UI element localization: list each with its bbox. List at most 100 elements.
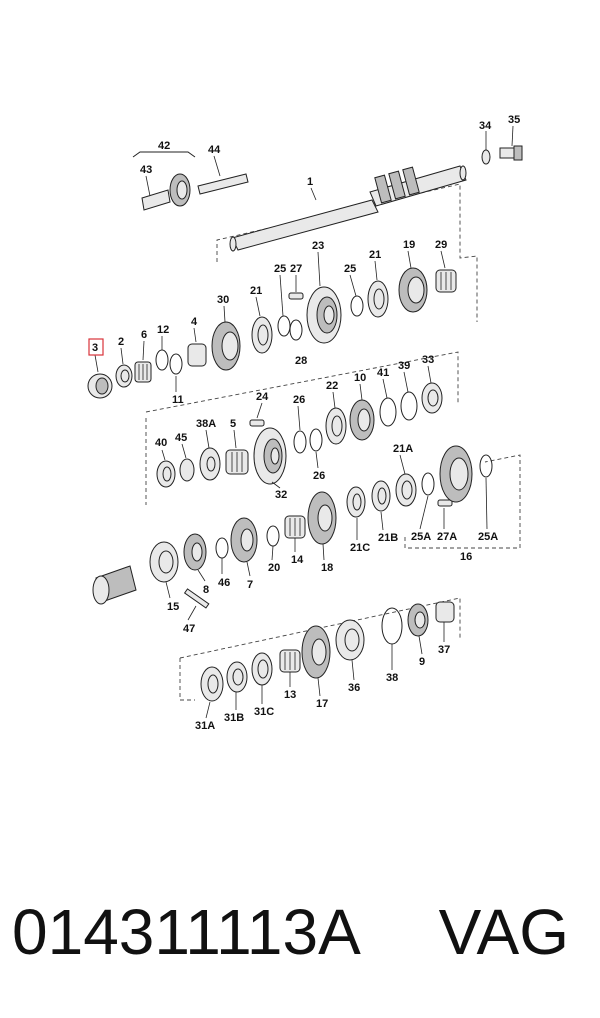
label-47: 47 bbox=[183, 623, 195, 635]
label-20: 20 bbox=[268, 562, 280, 574]
label-26-lower: 26 bbox=[313, 470, 325, 482]
label-25A-left: 25A bbox=[411, 531, 431, 543]
leader-line bbox=[181, 443, 187, 459]
group-outline-top bbox=[216, 183, 478, 322]
ring-39 bbox=[400, 391, 418, 421]
group-outline-upper-mid bbox=[145, 351, 459, 413]
washer-45 bbox=[179, 458, 195, 482]
leader-line bbox=[511, 125, 514, 147]
leader-line bbox=[407, 250, 412, 269]
label-5: 5 bbox=[230, 418, 236, 430]
leader-line bbox=[315, 451, 319, 469]
leader-line bbox=[233, 429, 237, 449]
label-31C: 31C bbox=[254, 706, 274, 718]
label-13: 13 bbox=[284, 689, 296, 701]
label-9: 9 bbox=[419, 656, 425, 668]
label-7: 7 bbox=[247, 579, 253, 591]
label-4: 4 bbox=[191, 316, 198, 328]
label-8: 8 bbox=[203, 584, 209, 596]
label-38A: 38A bbox=[196, 418, 216, 430]
gear-43-shaft bbox=[141, 173, 191, 211]
key-27A bbox=[437, 499, 453, 507]
label-3: 3 bbox=[92, 342, 98, 354]
bolt-35 bbox=[499, 145, 523, 161]
leader-line bbox=[142, 340, 145, 361]
leader-line bbox=[317, 251, 321, 287]
label-39: 39 bbox=[398, 360, 410, 372]
bearing-2 bbox=[115, 364, 133, 388]
leader-line bbox=[197, 569, 206, 582]
gear-10 bbox=[349, 399, 375, 441]
leader-line bbox=[94, 354, 99, 373]
caption: 014311113A VAG bbox=[12, 895, 592, 975]
circlip-46 bbox=[215, 537, 229, 559]
circlip-12 bbox=[155, 349, 169, 371]
label-6: 6 bbox=[141, 329, 147, 341]
ring-31C bbox=[251, 652, 273, 686]
needle-bearing-13 bbox=[279, 649, 301, 673]
label-10: 10 bbox=[354, 372, 366, 384]
leader-line bbox=[374, 260, 378, 281]
ring-38 bbox=[381, 607, 403, 645]
label-28: 28 bbox=[295, 355, 307, 367]
bushing-37 bbox=[435, 601, 455, 623]
pin-44 bbox=[197, 173, 249, 195]
label-27A: 27A bbox=[437, 531, 457, 543]
label-31A: 31A bbox=[195, 720, 215, 732]
label-26-upper: 26 bbox=[293, 394, 305, 406]
needle-bearing-29 bbox=[435, 269, 457, 293]
label-44: 44 bbox=[208, 144, 221, 156]
needle-bearing-14 bbox=[284, 515, 306, 539]
label-37: 37 bbox=[438, 644, 450, 656]
leader-lines bbox=[94, 125, 514, 719]
label-24: 24 bbox=[256, 391, 269, 403]
hub-36 bbox=[335, 619, 365, 661]
bushing-4 bbox=[187, 343, 207, 367]
leader-line bbox=[187, 605, 197, 621]
pin-47 bbox=[183, 588, 210, 609]
label-21-right: 21 bbox=[369, 249, 381, 261]
label-21B: 21B bbox=[378, 532, 398, 544]
leader-line bbox=[485, 477, 488, 530]
leader-line bbox=[246, 561, 251, 577]
label-16: 16 bbox=[460, 551, 472, 563]
ring-3 bbox=[87, 373, 113, 399]
washer-34 bbox=[481, 149, 491, 165]
synchro-ring-21-left bbox=[251, 316, 273, 354]
leader-line bbox=[427, 365, 432, 384]
circlip-11 bbox=[169, 353, 183, 375]
leader-line bbox=[322, 543, 325, 561]
label-1: 1 bbox=[307, 176, 313, 188]
label-30: 30 bbox=[217, 294, 229, 306]
leader-line bbox=[161, 449, 166, 461]
label-2: 2 bbox=[118, 336, 124, 348]
label-21C: 21C bbox=[350, 542, 370, 554]
leader-line bbox=[418, 635, 423, 655]
label-42: 42 bbox=[158, 140, 170, 152]
bracket-42 bbox=[132, 151, 196, 158]
leader-line bbox=[310, 187, 317, 201]
leader-line bbox=[213, 155, 221, 177]
label-36: 36 bbox=[348, 682, 360, 694]
leader-line bbox=[359, 383, 363, 401]
group-outline-gear16 bbox=[404, 454, 521, 549]
leader-line bbox=[205, 429, 210, 449]
label-17: 17 bbox=[316, 698, 328, 710]
leader-line bbox=[440, 250, 446, 269]
synchro-hub-23 bbox=[306, 286, 342, 344]
ring-41 bbox=[379, 397, 397, 427]
label-33: 33 bbox=[422, 354, 434, 366]
label-11: 11 bbox=[172, 394, 184, 406]
label-40: 40 bbox=[155, 437, 167, 449]
gear-8 bbox=[183, 533, 207, 571]
spring-28 bbox=[289, 319, 303, 341]
leader-line bbox=[419, 495, 429, 530]
key-27 bbox=[288, 292, 304, 300]
ring-31A bbox=[200, 666, 224, 702]
leader-line bbox=[165, 581, 171, 599]
label-14: 14 bbox=[291, 554, 304, 566]
label-21A: 21A bbox=[393, 443, 413, 455]
leader-line bbox=[145, 175, 151, 197]
gear-19 bbox=[398, 267, 428, 313]
group-outline-bottom bbox=[179, 658, 195, 701]
